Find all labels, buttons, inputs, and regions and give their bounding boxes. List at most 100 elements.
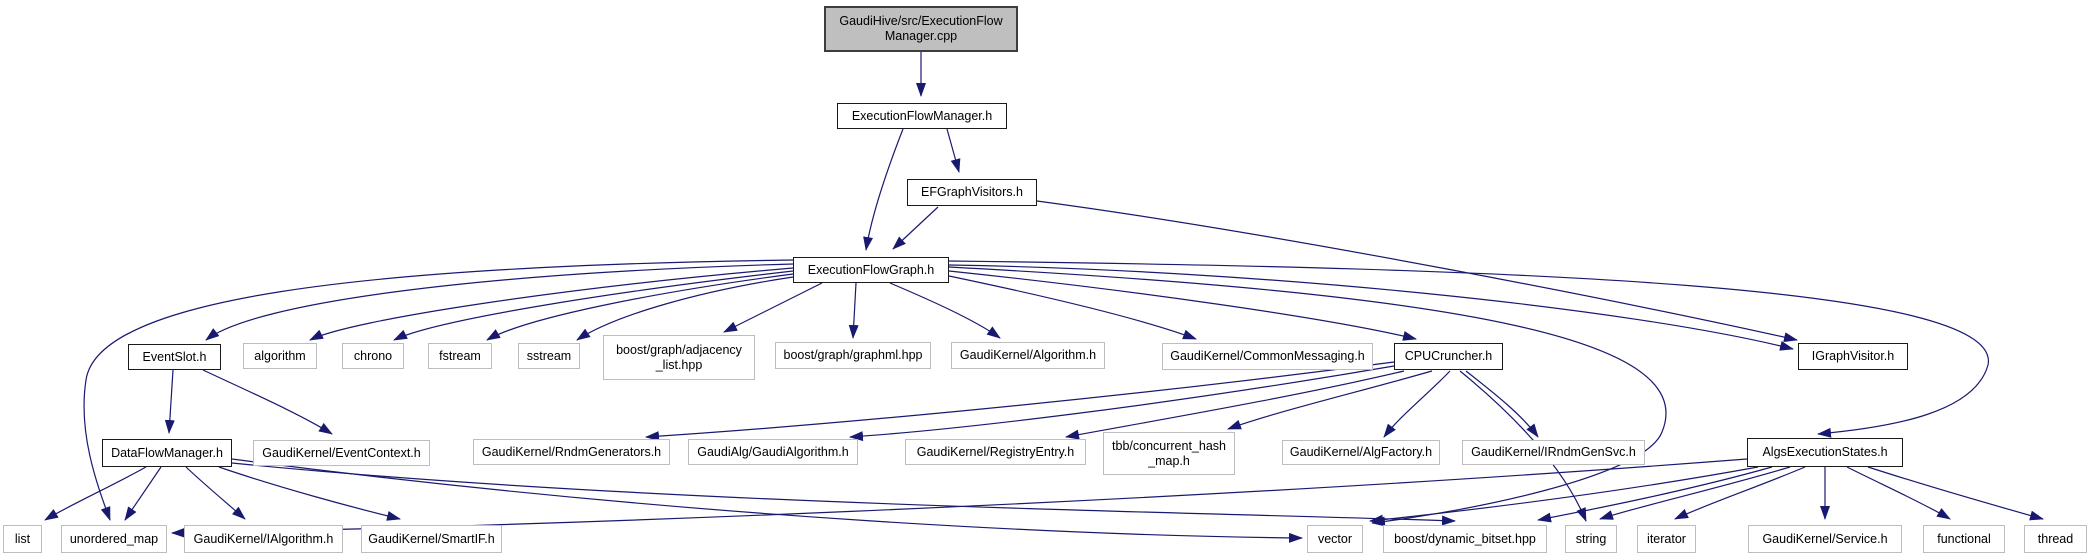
edge-efg-to-commonmsg	[948, 275, 1197, 340]
node-kalgorithm: GaudiKernel/Algorithm.h	[951, 342, 1105, 369]
node-sstream: sstream	[518, 343, 580, 369]
node-label: chrono	[353, 348, 393, 363]
node-label: unordered_map	[69, 531, 159, 546]
node-label: boost/dynamic_bitset.hpp	[1394, 531, 1536, 546]
node-registry: GaudiKernel/RegistryEntry.h	[905, 439, 1086, 465]
node-label: CPUCruncher.h	[1404, 349, 1493, 363]
node-label: EventSlot.h	[142, 349, 207, 364]
edge-efg-to-chrono	[393, 270, 794, 341]
edge-efgv-to-efg	[892, 206, 939, 250]
node-label: GaudiKernel/RndmGenerators.h	[481, 444, 662, 459]
node-label: _list.hpp	[655, 357, 703, 372]
node-label: boost/graph/graphml.hpp	[783, 348, 923, 362]
node-label: GaudiKernel/AlgFactory.h	[1289, 445, 1433, 459]
node-adjlist: boost/graph/adjacency_list.hpp	[603, 335, 755, 380]
node-algorithm: algorithm	[243, 343, 317, 369]
edge-efg-to-algsexec	[948, 260, 1989, 438]
edge-algsexec-to-iterator	[1674, 466, 1806, 520]
node-iterator: iterator	[1637, 525, 1696, 553]
edge-algsexec-to-unordered_map	[171, 458, 1748, 538]
edge-cpucruncher-to-irndmgensvc	[1465, 370, 1539, 438]
node-label: Manager.cpp	[884, 29, 958, 43]
edge-efg-to-sstream	[576, 276, 794, 341]
node-efm[interactable]: ExecutionFlowManager.h	[837, 103, 1007, 129]
edge-cpucruncher-to-rndmgen	[645, 361, 1395, 442]
node-label: vector	[1317, 531, 1353, 546]
node-efgv[interactable]: EFGraphVisitors.h	[907, 179, 1037, 206]
edge-cpucruncher-to-algfactory	[1383, 370, 1451, 438]
node-dynbitset: boost/dynamic_bitset.hpp	[1383, 525, 1547, 553]
node-label: GaudiHive/src/ExecutionFlow	[839, 14, 1003, 28]
edge-efg-to-adjlist	[723, 282, 823, 333]
node-service: GaudiKernel/Service.h	[1748, 525, 1902, 553]
node-label: DataFlowManager.h	[111, 445, 223, 460]
node-fstream: fstream	[428, 343, 492, 369]
node-gaudialg: GaudiAlg/GaudiAlgorithm.h	[688, 439, 858, 465]
node-label: GaudiKernel/IAlgorithm.h	[193, 531, 334, 546]
edge-algsexec-to-string	[1599, 466, 1791, 520]
edge-efg-to-algorithm	[309, 267, 794, 341]
node-label: GaudiKernel/RegistryEntry.h	[916, 444, 1075, 459]
node-algfactory: GaudiKernel/AlgFactory.h	[1282, 440, 1440, 465]
node-label: GaudiKernel/Algorithm.h	[959, 348, 1097, 362]
edge-efg-to-cpucruncher	[948, 270, 1417, 341]
node-string: string	[1565, 525, 1617, 553]
edge-cpucruncher-to-registry	[1065, 370, 1405, 440]
node-dataflow[interactable]: DataFlowManager.h	[102, 439, 232, 467]
node-label: iterator	[1647, 531, 1686, 546]
edge-dataflow-to-ialgorithm	[185, 466, 246, 520]
node-tbb: tbb/concurrent_hash_map.h	[1103, 432, 1235, 475]
node-label: GaudiKernel/Service.h	[1762, 531, 1888, 546]
node-smartif: GaudiKernel/SmartIF.h	[361, 525, 502, 553]
edge-cpucruncher-to-gaudialg	[849, 365, 1395, 442]
edge-dataflow-to-smartif	[218, 466, 401, 521]
node-efg[interactable]: ExecutionFlowGraph.h	[793, 257, 949, 283]
node-list: list	[3, 525, 42, 553]
edge-efg-to-fstream	[486, 273, 794, 341]
node-label: list	[14, 531, 31, 546]
node-eventslot[interactable]: EventSlot.h	[128, 344, 221, 370]
node-algsexec[interactable]: AlgsExecutionStates.h	[1747, 438, 1903, 467]
edge-efg-to-kalgorithm	[889, 282, 1001, 339]
node-label: thread	[2037, 531, 2074, 546]
node-irndmgensvc: GaudiKernel/IRndmGenSvc.h	[1462, 440, 1645, 465]
edge-efg-to-unordered_map	[83, 259, 794, 521]
edge-algsexec-to-thread	[1867, 466, 2044, 521]
node-label: algorithm	[254, 348, 306, 363]
node-label: GaudiKernel/SmartIF.h	[368, 531, 495, 546]
node-label: GaudiKernel/CommonMessaging.h	[1170, 349, 1365, 363]
node-label: boost/graph/adjacency	[616, 342, 742, 357]
node-thread: thread	[2024, 525, 2087, 553]
edge-dataflow-to-vector	[231, 458, 1303, 543]
edge-algsexec-to-dynbitset	[1537, 466, 1773, 523]
edge-dataflow-to-unordered_map	[124, 466, 162, 521]
edge-dataflow-to-list	[44, 466, 147, 521]
node-label: tbb/concurrent_hash	[1112, 438, 1226, 453]
node-label: ExecutionFlowManager.h	[851, 108, 993, 123]
edge-cpucruncher-to-tbb	[1227, 370, 1433, 430]
node-cpucruncher[interactable]: CPUCruncher.h	[1394, 343, 1503, 370]
node-vector: vector	[1307, 525, 1363, 553]
node-label: sstream	[526, 348, 572, 363]
edge-efgv-to-igraphvisitor	[1036, 200, 1798, 343]
node-label: GaudiKernel/IRndmGenSvc.h	[1471, 445, 1636, 459]
node-label: ExecutionFlowGraph.h	[807, 262, 935, 277]
edge-efm-to-efg	[863, 128, 904, 251]
node-label: EFGraphVisitors.h	[921, 185, 1023, 199]
edge-eventslot-to-dataflow	[164, 369, 175, 434]
node-label: functional	[1937, 531, 1991, 546]
node-label: fstream	[439, 348, 481, 363]
node-graphml: boost/graph/graphml.hpp	[775, 342, 931, 369]
node-igraphvisitor[interactable]: IGraphVisitor.h	[1798, 343, 1908, 370]
edge-efg-to-graphml	[848, 282, 859, 339]
node-functional: functional	[1923, 525, 2005, 553]
edge-dataflow-to-dynbitset	[231, 462, 1456, 526]
edge-efg-to-igraphvisitor	[948, 264, 1794, 351]
node-rndmgen: GaudiKernel/RndmGenerators.h	[473, 439, 670, 465]
node-commonmsg: GaudiKernel/CommonMessaging.h	[1162, 343, 1373, 370]
edge-efm-to-efgv	[946, 128, 961, 173]
edge-efg-to-vector	[948, 266, 1667, 527]
node-unordered_map: unordered_map	[61, 525, 167, 553]
